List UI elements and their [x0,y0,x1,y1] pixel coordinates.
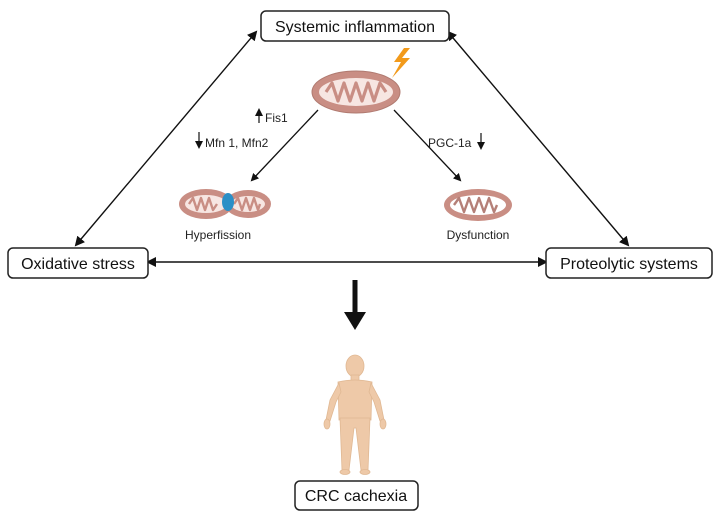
node-oxidative-stress-label: Oxidative stress [21,256,135,273]
node-oxidative-stress: Oxidative stress [7,247,149,279]
human-figure-icon [323,354,387,475]
arrow-to-hyperfission [250,109,319,182]
mfn-label: Mfn 1, Mfn2 [205,136,269,150]
pgc-label: PGC-1a [428,136,472,150]
dysfunction-mitochondrion-icon [444,189,512,221]
node-proteolytic-systems: Proteolytic systems [545,247,713,279]
arrow-inflammation-proteolytic [446,30,630,247]
node-crc-cachexia: CRC cachexia [294,480,419,511]
dysfunction-label: Dysfunction [447,228,510,242]
hyperfission-mitochondria-icon [179,189,271,219]
arrow-inflammation-oxidative [74,30,258,247]
arrow-to-dysfunction [393,109,462,182]
fis1-annotation: Fis1 [255,108,288,125]
node-crc-cachexia-label: CRC cachexia [305,488,407,505]
hyperfission-label: Hyperfission [185,228,251,242]
mitochondrion-icon [311,70,401,114]
lightning-icon [392,48,410,78]
mfn-annotation: Mfn 1, Mfn2 [195,132,269,150]
down-arrow-icon [344,280,366,330]
node-systemic-inflammation: Systemic inflammation [260,10,450,42]
node-systemic-inflammation-label: Systemic inflammation [275,19,435,36]
fis1-label: Fis1 [265,111,288,125]
pgc-annotation: PGC-1a [428,133,485,150]
fission-site-icon [222,193,234,211]
node-proteolytic-systems-label: Proteolytic systems [560,256,698,273]
